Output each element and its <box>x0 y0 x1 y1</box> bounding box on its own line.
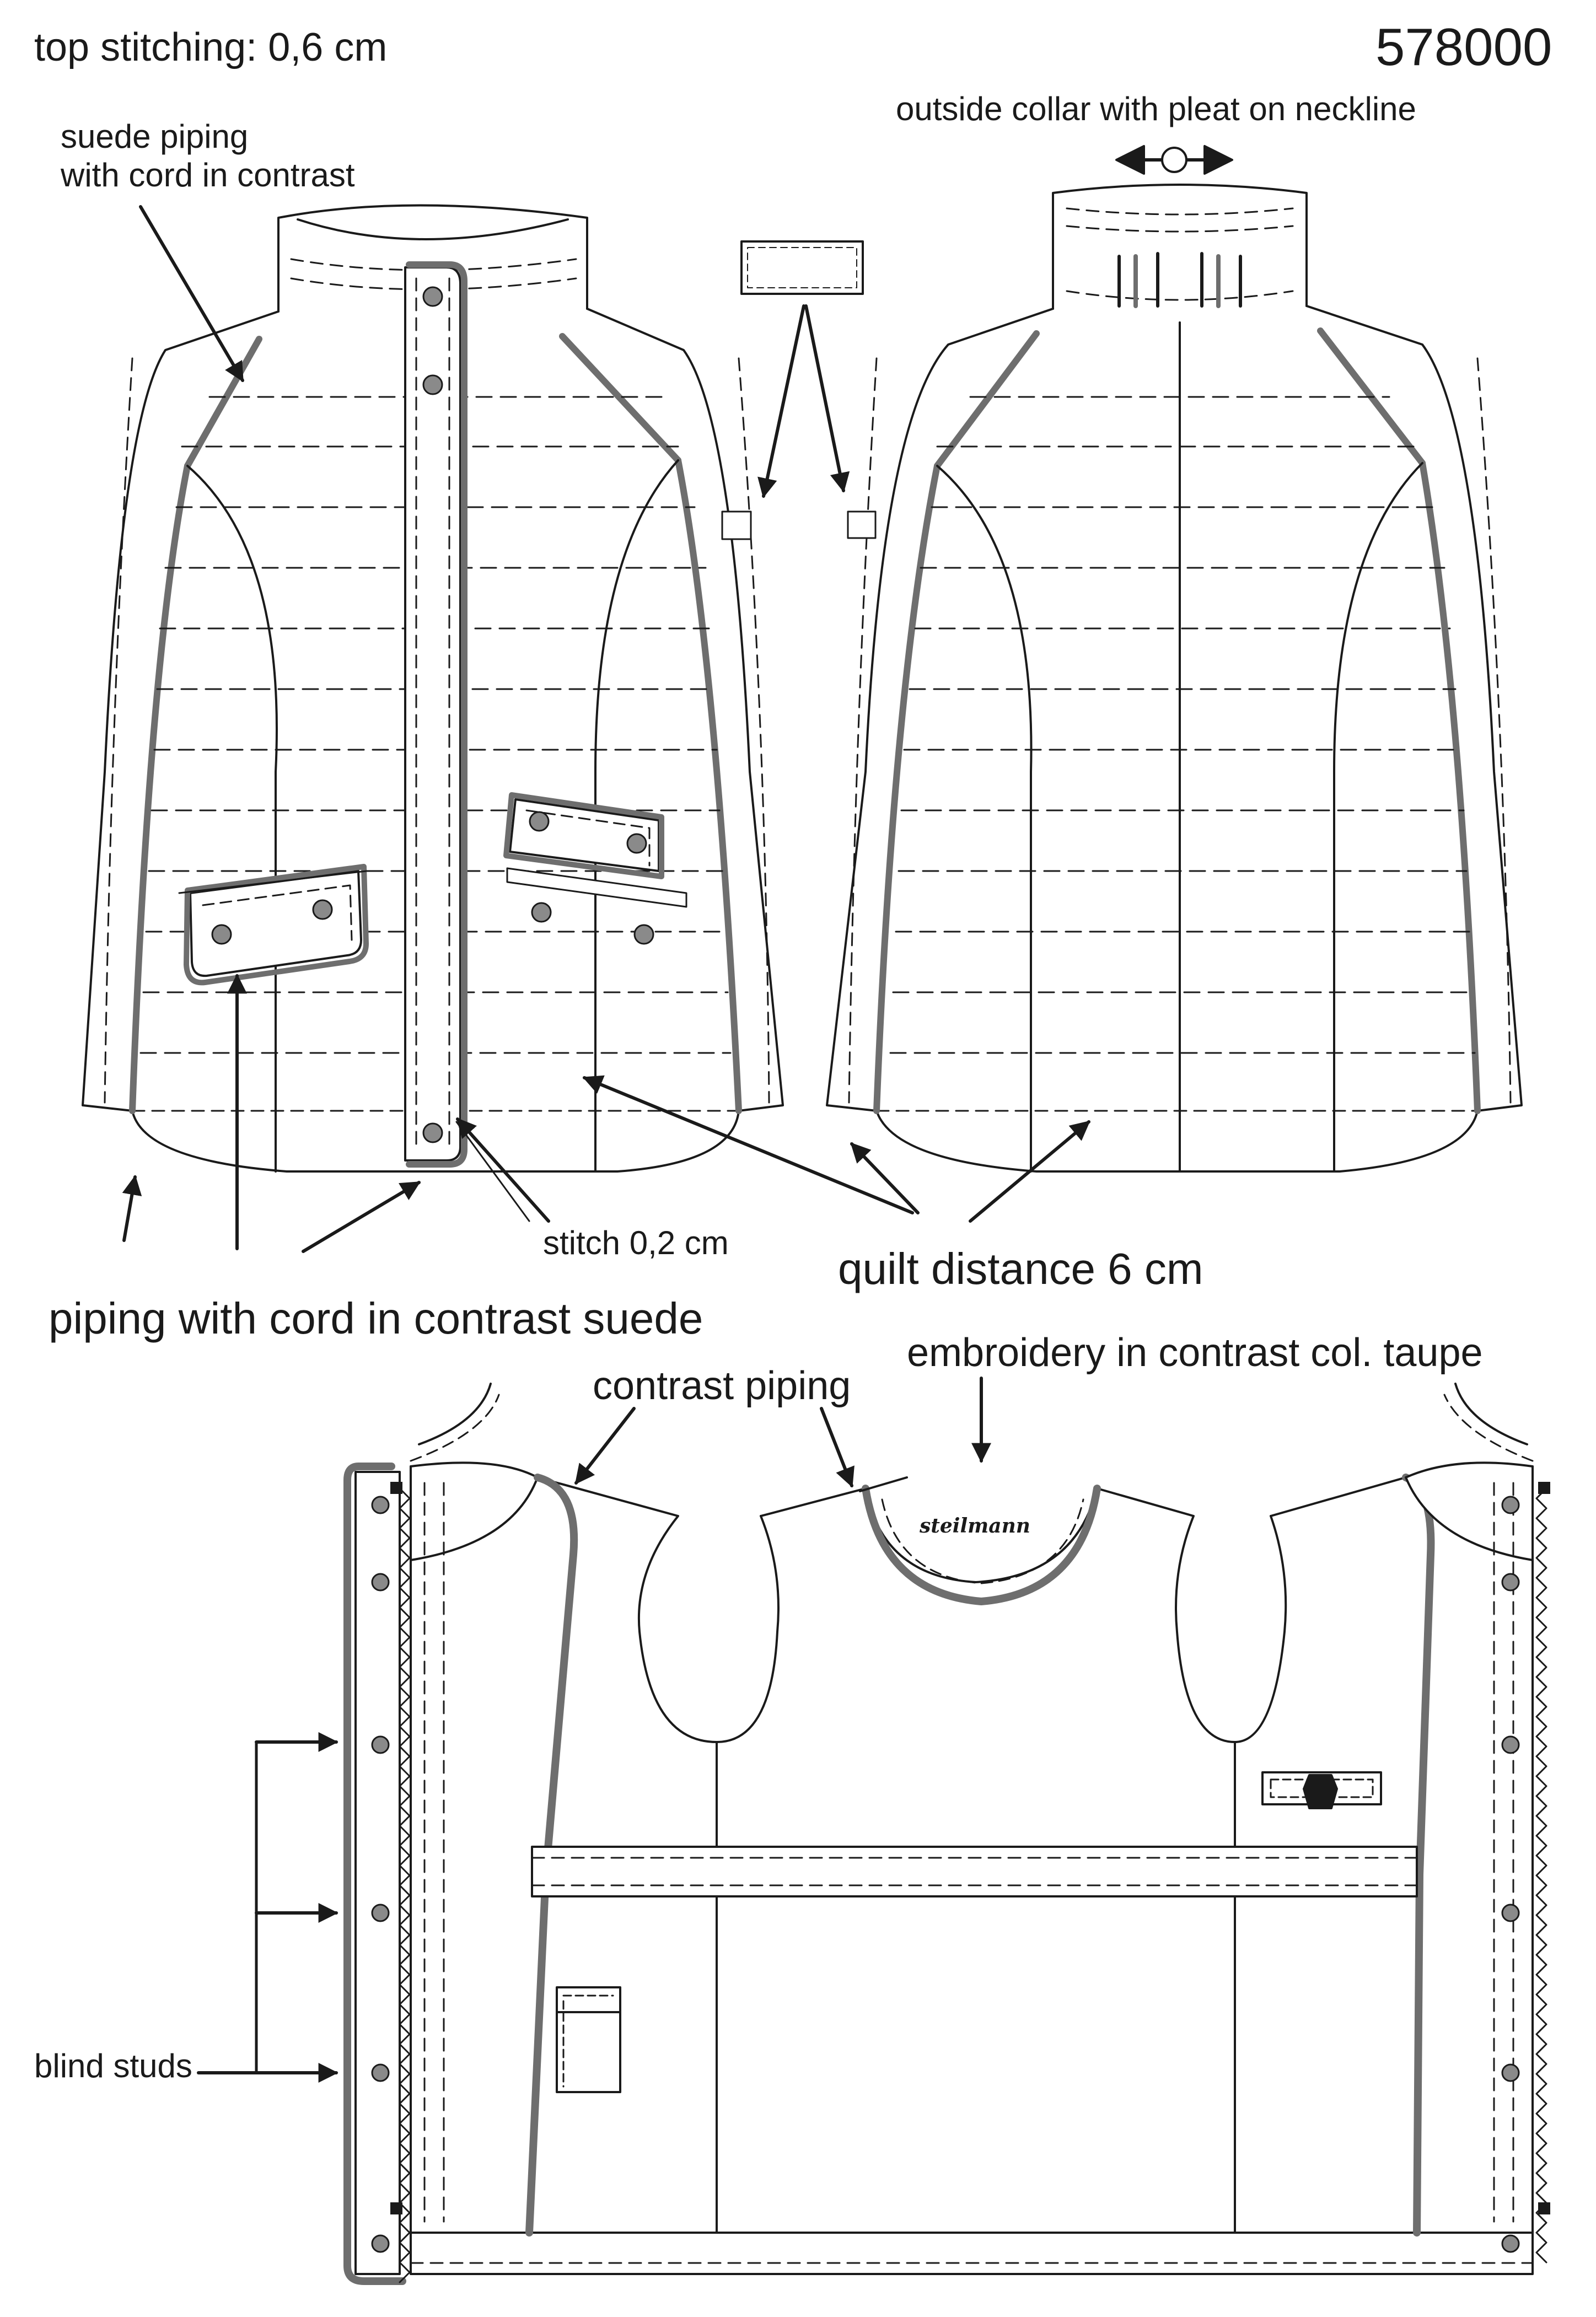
front-studs <box>211 286 654 1143</box>
suede-piping-label-line1: suede piping <box>61 118 249 155</box>
brand-label-box <box>740 240 864 295</box>
front-jacket <box>82 204 784 1173</box>
inside-studs <box>371 1496 1520 2253</box>
callout-arrows <box>122 205 1090 2083</box>
front-sleeve-tag <box>721 510 752 540</box>
outside-collar-label: outside collar with pleat on neckline <box>896 90 1416 127</box>
piping-cord-label: piping with cord in contrast suede <box>49 1294 703 1343</box>
collar-double-arrow <box>1115 145 1233 175</box>
inside-view <box>343 1383 1547 2285</box>
neckline-piping <box>862 1485 1101 1605</box>
blind-studs-label: blind studs <box>34 2047 192 2084</box>
back-jacket <box>826 184 1523 1173</box>
back-quilting <box>889 396 1476 1054</box>
embroidery-label: embroidery in contrast col. taupe <box>907 1331 1483 1375</box>
embroidery-text: steilmann <box>920 1514 1030 1538</box>
left-pocket-flap <box>189 870 362 977</box>
back-body-outline <box>826 305 1523 1173</box>
front-collar <box>277 204 588 313</box>
inside-pocket <box>556 1986 621 2093</box>
back-collar <box>1052 184 1308 310</box>
quilt-distance-label: quilt distance 6 cm <box>838 1244 1203 1293</box>
suede-piping-label-line2: with cord in contrast <box>61 157 355 193</box>
style-number: 578000 <box>1375 18 1552 77</box>
contrast-piping-label: contrast piping <box>593 1364 851 1408</box>
top-stitching-label: top stitching: 0,6 cm <box>34 25 388 69</box>
stitch-label: stitch 0,2 cm <box>543 1224 729 1261</box>
front-placket <box>404 266 461 1162</box>
left-facing-piping <box>343 1463 406 2285</box>
back-sleeve-tag <box>847 510 877 539</box>
